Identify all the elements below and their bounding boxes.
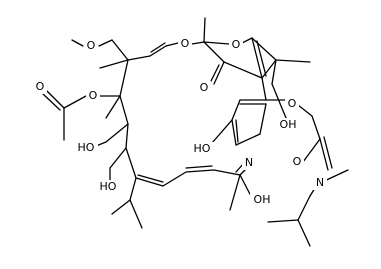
hydroxyl-label-5: OH [254, 193, 271, 206]
hydroxyl-label-3: HO [194, 142, 211, 155]
hydroxyl-label-4: OH [280, 118, 297, 131]
amide-oxygen-label: O [293, 155, 302, 168]
acetate-carbonyl-oxygen-label: O [36, 80, 45, 93]
amide-nitrogen-label: N [316, 176, 324, 189]
furan-oxygen-label: O [232, 38, 241, 51]
ether-oxygen-label: O [288, 97, 297, 110]
hydroxyl-label-1: HO [78, 141, 95, 154]
imine-nitrogen-label: N [245, 156, 253, 169]
ring-oxygen-label: O [181, 37, 190, 50]
methoxy-oxygen-label: O [87, 39, 96, 52]
hydroxyl-label-2: HO [100, 180, 117, 193]
atom-labels: O O O O O O HO HO HO OH OH O N O N [33, 37, 327, 207]
ketone-oxygen-label: O [200, 81, 209, 94]
acetate-ester-oxygen-label: O [89, 89, 98, 102]
